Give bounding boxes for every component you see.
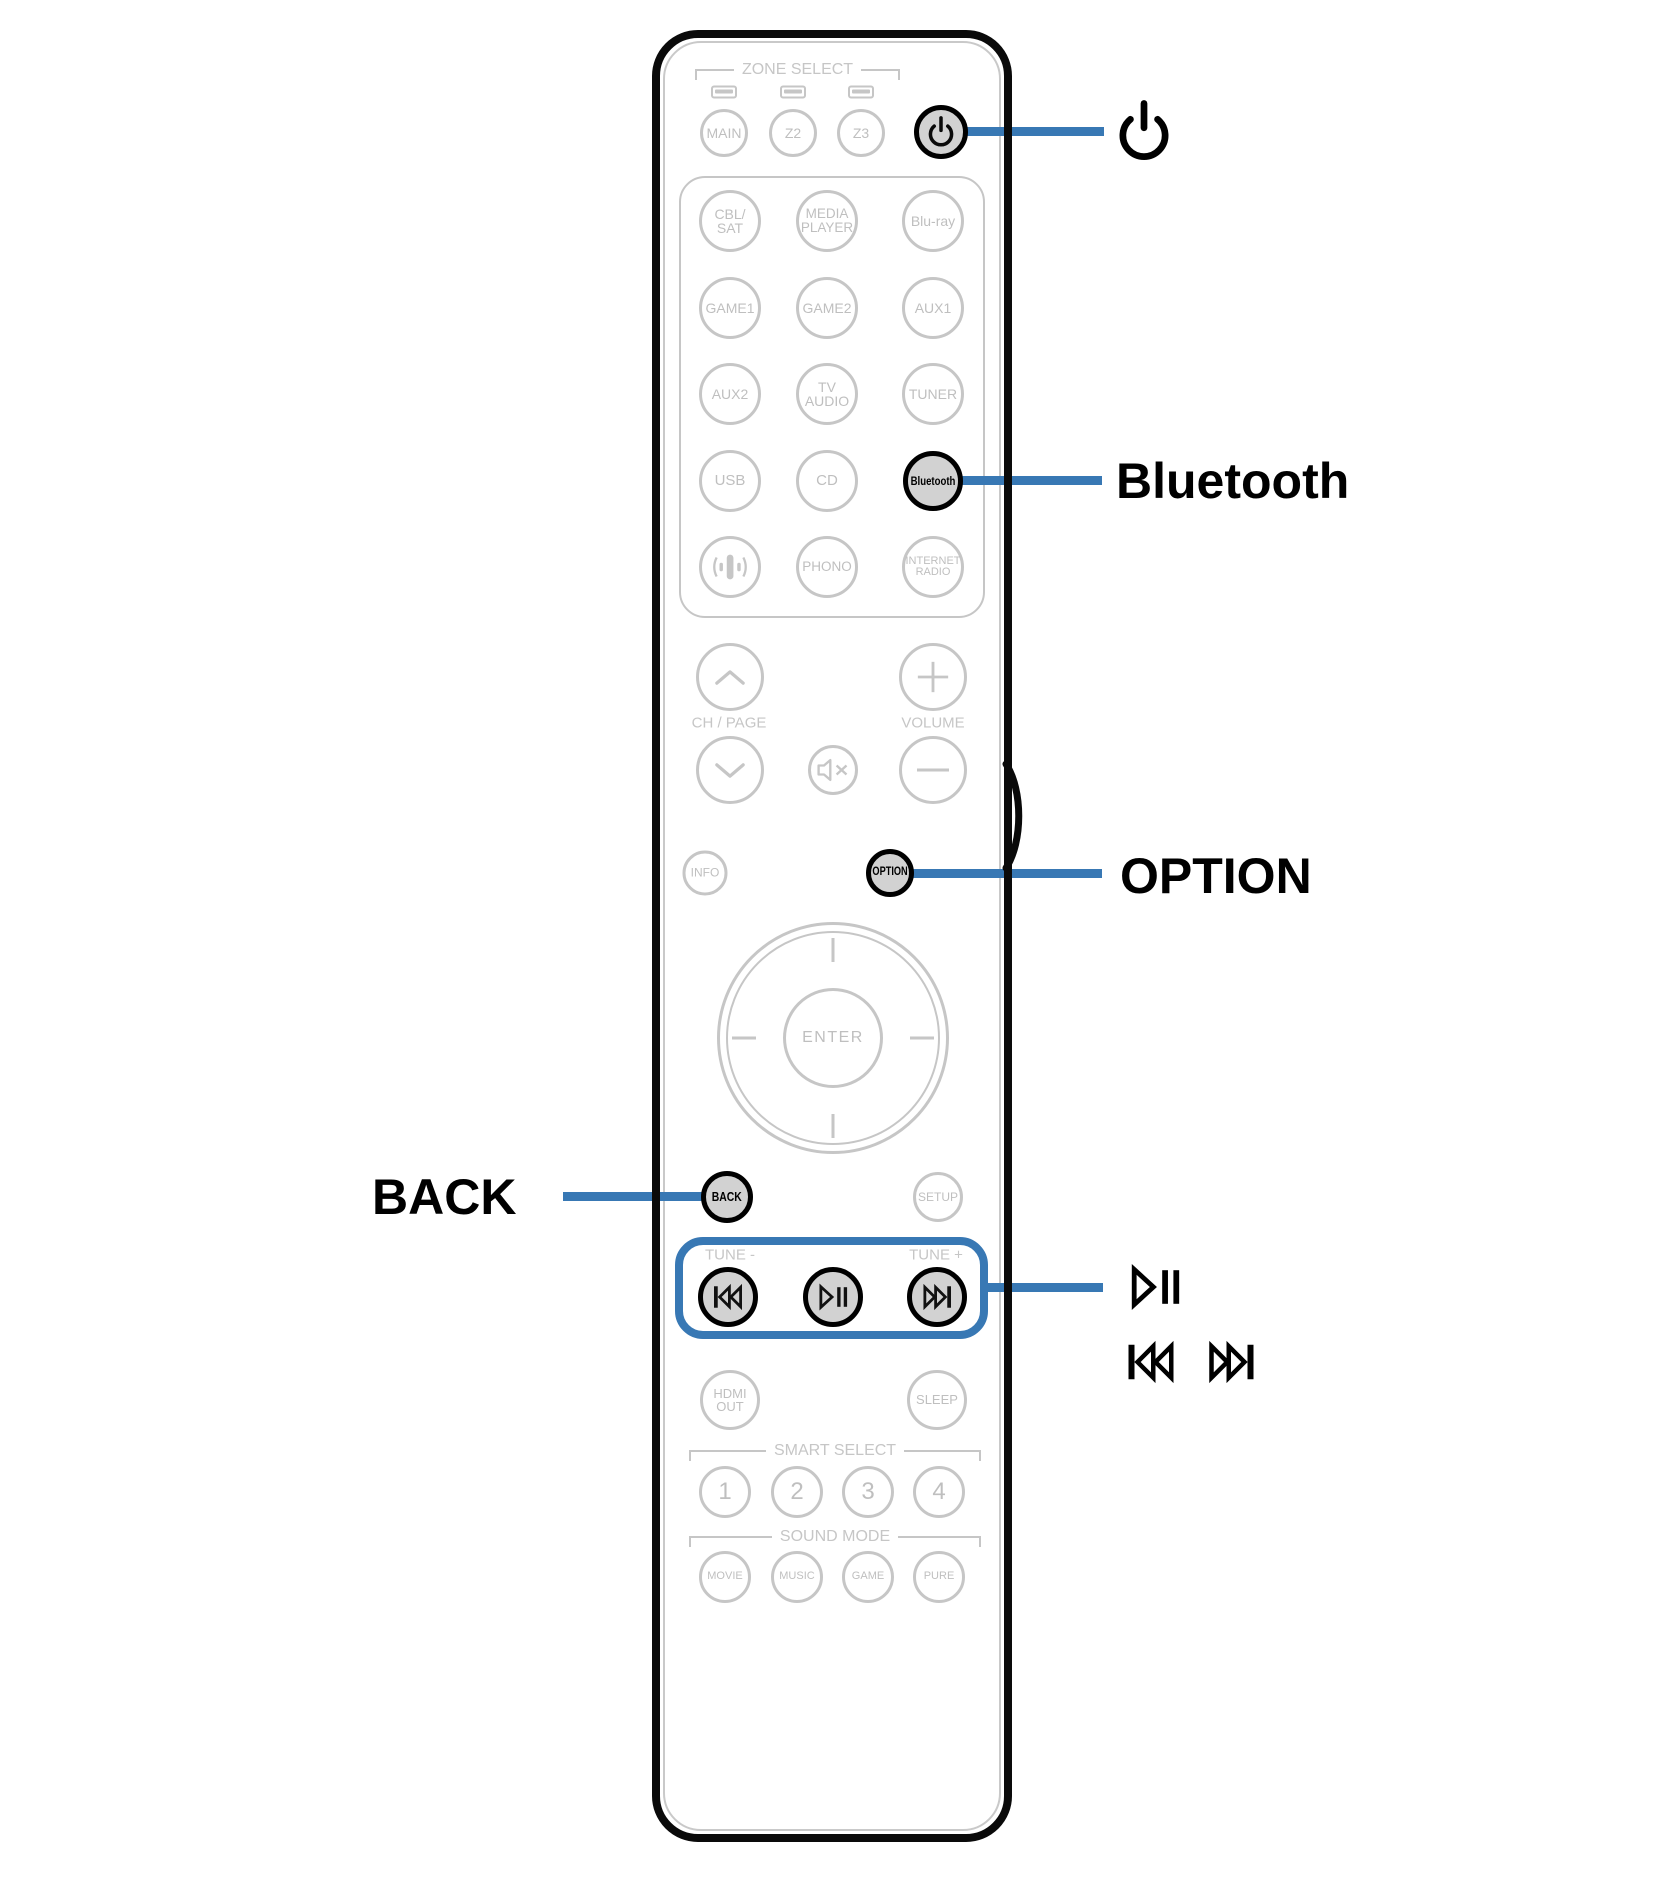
setup-button: SETUP <box>913 1172 963 1222</box>
skip-back-icon <box>711 1283 745 1311</box>
cursor-right-mark <box>910 1036 934 1040</box>
usb-button: USB <box>699 450 761 512</box>
play-pause-callout-icon <box>1126 1263 1184 1311</box>
blu-ray-button: Blu-ray <box>902 190 964 252</box>
smart-select-3-button: 3 <box>842 1466 894 1518</box>
game2-button: GAME2 <box>796 277 858 339</box>
channel-up-button <box>696 643 764 711</box>
cursor-down-mark <box>831 1114 835 1138</box>
power-callout-icon <box>1112 99 1176 163</box>
bluetooth-button-label: Bluetooth <box>910 473 956 488</box>
main-zone-button: MAIN <box>700 109 748 157</box>
smart-select-label: SMART SELECT <box>773 1442 897 1459</box>
bluetooth-callout-label: Bluetooth <box>1116 453 1350 509</box>
skip-back-button <box>698 1267 758 1327</box>
zone-led <box>848 85 874 99</box>
enter-button: ENTER <box>783 988 883 1088</box>
sound-mode-label: SOUND MODE <box>779 1528 891 1545</box>
play-pause-button <box>803 1267 863 1327</box>
ch-page-label: CH / PAGE <box>691 714 767 732</box>
media-player-button: MEDIA PLAYER <box>796 190 858 252</box>
cursor-dial-inner-ring <box>726 931 940 1145</box>
option-button-label: OPTION <box>872 866 908 879</box>
cursor-left-mark <box>732 1036 756 1040</box>
music-button: MUSIC <box>771 1551 823 1603</box>
heos-button <box>699 536 761 598</box>
aux1-button: AUX1 <box>902 277 964 339</box>
tuner-button: TUNER <box>902 363 964 425</box>
tv-audio-button: TV AUDIO <box>796 363 858 425</box>
remote-side-bump <box>1002 760 1034 872</box>
power-button <box>914 105 968 159</box>
minus-icon <box>916 767 950 773</box>
mute-icon <box>815 755 851 785</box>
power-icon <box>925 116 957 148</box>
mute-button <box>808 745 858 795</box>
chevron-down-icon <box>714 762 746 779</box>
cd-button: CD <box>796 450 858 512</box>
back-button: BACK <box>701 1171 753 1223</box>
smart-select-1-button: 1 <box>699 1466 751 1518</box>
plus-icon <box>915 659 951 695</box>
volume-down-button <box>899 736 967 804</box>
channel-down-button <box>696 736 764 804</box>
volume-up-button <box>899 643 967 711</box>
movie-button: MOVIE <box>699 1551 751 1603</box>
bluetooth-button: Bluetooth <box>903 451 963 511</box>
back-button-label: BACK <box>711 1189 743 1205</box>
remote-inner-outline <box>663 41 1001 1831</box>
power-callout-line <box>964 127 1104 136</box>
phono-button: PHONO <box>796 536 858 598</box>
heos-icon <box>709 546 751 588</box>
bluetooth-callout-line <box>956 476 1102 485</box>
aux2-button: AUX2 <box>699 363 761 425</box>
cursor-up-mark <box>831 938 835 962</box>
game1-button: GAME1 <box>699 277 761 339</box>
zone2-button: Z2 <box>769 109 817 157</box>
option-button: OPTION <box>866 849 914 897</box>
skip-back-callout-icon <box>1124 1339 1178 1385</box>
hdmi-out-button: HDMI OUT <box>700 1370 760 1430</box>
zone-select-group-label: ZONE SELECT <box>695 61 901 80</box>
game-button: GAME <box>842 1551 894 1603</box>
pure-button: PURE <box>913 1551 965 1603</box>
zone-led <box>780 85 806 99</box>
playback-highlight-box <box>675 1237 988 1339</box>
sound-mode-group-label: SOUND MODE <box>689 1528 982 1547</box>
back-callout-line <box>563 1192 703 1201</box>
info-button: INFO <box>682 850 728 896</box>
option-callout-label: OPTION <box>1120 848 1312 904</box>
chevron-up-icon <box>714 669 746 686</box>
play-pause-icon <box>816 1283 850 1311</box>
sleep-button: SLEEP <box>907 1370 967 1430</box>
smart-select-4-button: 4 <box>913 1466 965 1518</box>
cursor-dial-outer-ring <box>717 922 949 1154</box>
skip-forward-callout-icon <box>1204 1339 1258 1385</box>
tune-plus-label: TUNE + <box>909 1246 963 1264</box>
zone-led <box>711 85 737 99</box>
tune-minus-label: TUNE - <box>705 1246 755 1264</box>
playback-callout-line <box>986 1283 1103 1292</box>
volume-label: VOLUME <box>901 714 965 732</box>
zone3-button: Z3 <box>837 109 885 157</box>
smart-select-group-label: SMART SELECT <box>689 1442 982 1461</box>
skip-forward-icon <box>920 1283 954 1311</box>
cbl-sat-button: CBL/ SAT <box>699 190 761 252</box>
skip-forward-button <box>907 1267 967 1327</box>
zone-select-label: ZONE SELECT <box>741 61 854 78</box>
smart-select-2-button: 2 <box>771 1466 823 1518</box>
source-buttons-panel <box>679 176 985 618</box>
internet-radio-button: INTERNET RADIO <box>902 536 964 598</box>
back-callout-label: BACK <box>372 1169 517 1225</box>
